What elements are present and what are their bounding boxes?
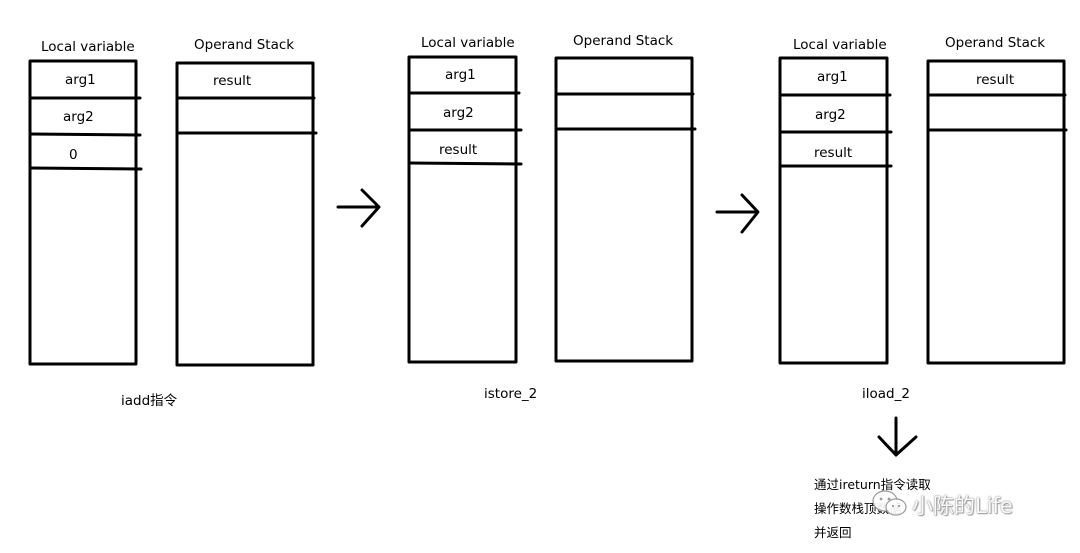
local-variable-header: Local variable <box>41 39 135 55</box>
local-variable-header: Local variable <box>421 35 515 51</box>
local-slot-arg1: arg1 <box>65 72 96 88</box>
stack-slot-result: result <box>213 73 252 89</box>
stage1-caption: iadd指令 <box>121 393 178 409</box>
local-slot-arg2: arg2 <box>443 105 474 121</box>
local-slot-arg1: arg1 <box>445 67 476 83</box>
operand-stack-header: Operand Stack <box>945 35 1046 51</box>
stage3-caption: iload_2 <box>862 386 910 402</box>
stage3-operand-stack <box>926 59 1068 365</box>
right-arrow-icon <box>336 188 381 228</box>
local-slot-zero: 0 <box>69 147 78 163</box>
local-slot-arg2: arg2 <box>815 107 846 123</box>
stage2-caption: istore_2 <box>484 386 538 402</box>
operand-stack-header: Operand Stack <box>194 37 295 53</box>
down-arrow-icon <box>877 416 918 457</box>
local-slot-result: result <box>439 142 478 158</box>
note-line-1: 通过ireturn指令读取 <box>814 477 931 492</box>
right-arrow-icon <box>715 193 760 234</box>
local-variable-header: Local variable <box>793 37 887 53</box>
stage1-local-table <box>28 59 143 366</box>
local-slot-arg1: arg1 <box>817 69 848 85</box>
operand-stack-header: Operand Stack <box>573 33 674 49</box>
local-slot-result: result <box>814 145 853 161</box>
stage3-local-table <box>778 56 893 365</box>
note-line-3: 并返回 <box>814 525 852 540</box>
stage2-operand-stack <box>554 56 697 363</box>
stack-slot-result: result <box>976 72 1015 88</box>
local-slot-arg2: arg2 <box>63 109 94 125</box>
wechat-icon <box>872 490 907 516</box>
stage1-operand-stack <box>175 61 318 367</box>
stage2-local-table <box>407 55 523 364</box>
watermark-text: 小陈的Life <box>912 494 1013 518</box>
